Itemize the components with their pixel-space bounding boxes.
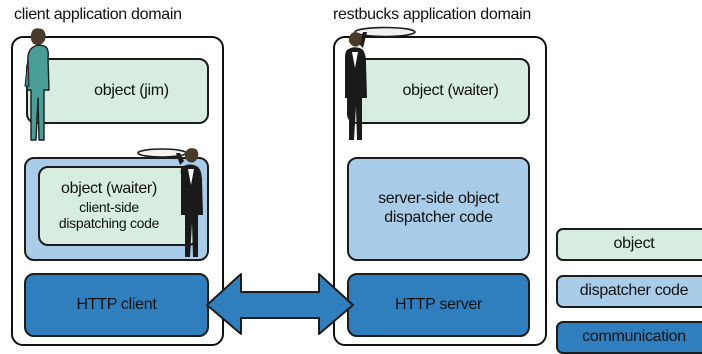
- legend-dispatcher: dispatcher code: [556, 275, 702, 308]
- legend-communication-label: communication: [582, 328, 686, 346]
- server-dispatcher-line1: server-side object: [378, 190, 499, 208]
- jim-person-icon: [24, 28, 50, 141]
- http-client-box: HTTP client: [24, 273, 209, 337]
- legend-communication: communication: [556, 321, 702, 354]
- client-domain-title: client application domain: [14, 6, 182, 23]
- server-dispatcher-line2: dispatcher code: [384, 209, 493, 226]
- server-waiter-person-icon: [345, 26, 416, 140]
- client-waiter-object-box: object (waiter) client-side dispatching …: [38, 166, 198, 246]
- server-domain-title: restbucks application domain: [333, 6, 531, 23]
- http-client-label: HTTP client: [76, 295, 157, 313]
- http-server-label: HTTP server: [394, 295, 483, 313]
- client-waiter-sub1: client-side: [79, 198, 139, 215]
- legend-object-label: object: [613, 235, 655, 253]
- client-waiter-sub2: dispatching code: [58, 215, 160, 232]
- object-jim-box: object (jim): [26, 58, 209, 124]
- server-waiter-object-label: object (waiter): [402, 81, 499, 99]
- double-arrow-icon: [206, 273, 354, 335]
- object-jim-label: object (jim): [94, 81, 169, 99]
- legend-object: object: [556, 228, 702, 261]
- legend-dispatcher-label: dispatcher code: [579, 282, 689, 300]
- server-dispatcher-box: server-side object dispatcher code: [347, 157, 530, 261]
- server-waiter-object-box: object (waiter): [347, 58, 530, 124]
- client-waiter-person-icon: [137, 148, 203, 257]
- client-waiter-object-label: object (waiter): [61, 180, 157, 198]
- http-server-box: HTTP server: [347, 273, 530, 337]
